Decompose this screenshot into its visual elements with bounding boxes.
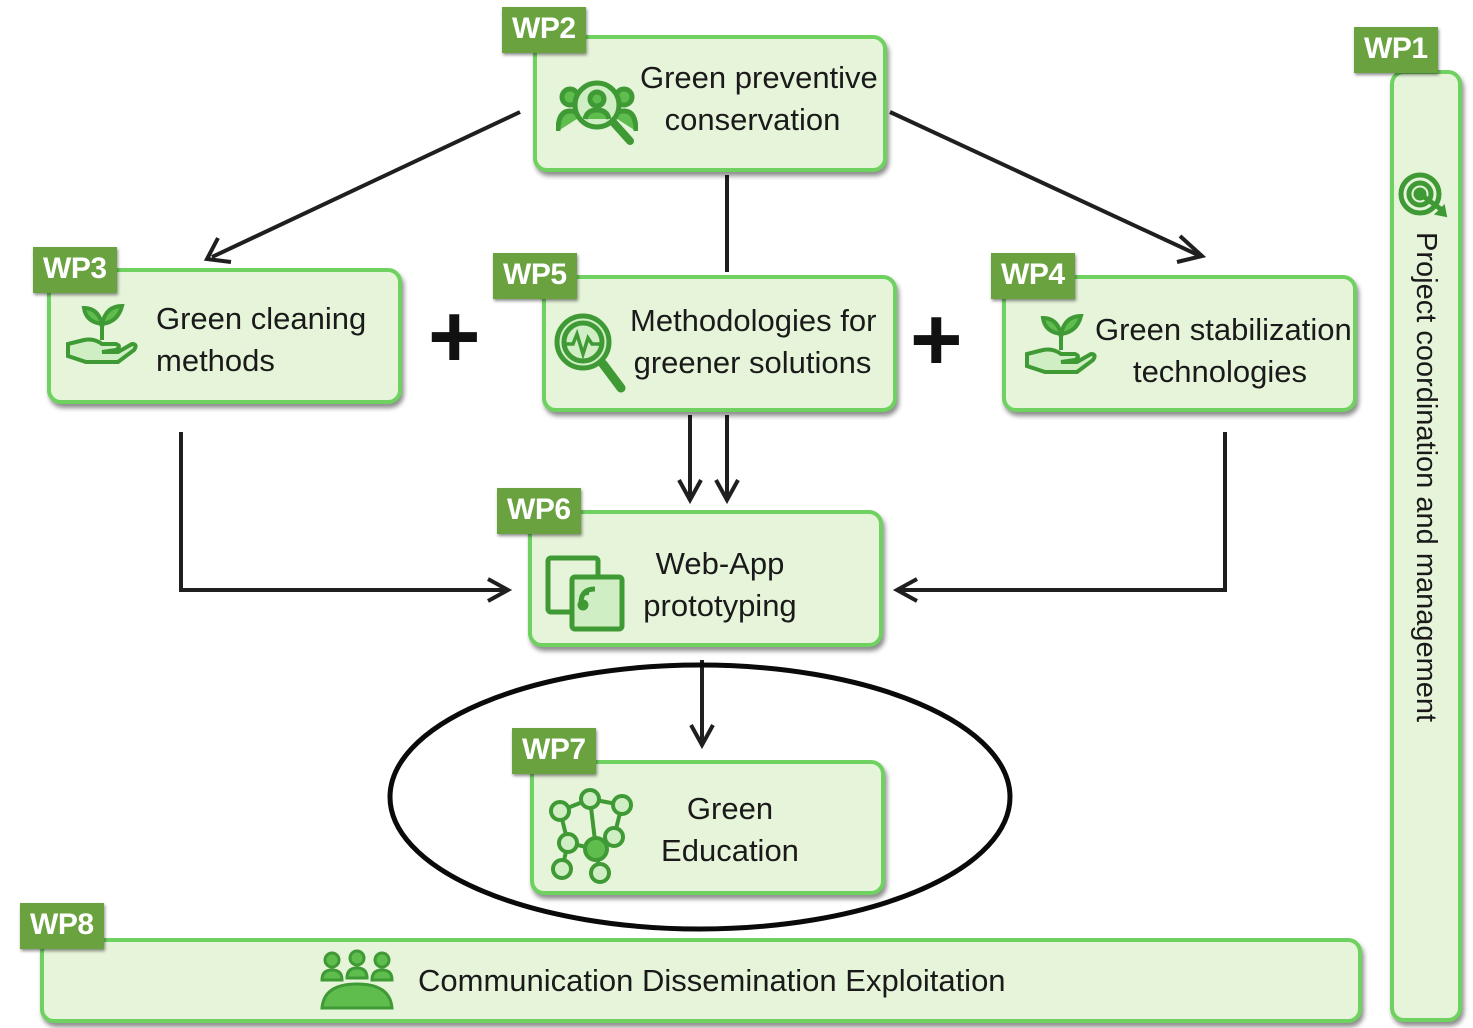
wp5-tag: WP5 (493, 253, 577, 299)
arrowhead-wp6-b (714, 479, 740, 505)
wp2-label: Green preventive conservation (640, 57, 878, 141)
wp7-label: Green Education (650, 788, 810, 872)
wp1-label: Project coordination and management (1410, 232, 1442, 723)
wp7-label-line1: Green (686, 791, 774, 826)
device-wireless-icon (545, 555, 627, 638)
plus-operator-left: + (428, 287, 481, 387)
wp3-label: Green cleaning methods (156, 298, 366, 382)
wp7-label-line2: Education (661, 833, 799, 868)
target-icon (1396, 170, 1448, 227)
wp3-label-line2: methods (156, 343, 275, 378)
wp6-tag: WP6 (497, 488, 581, 534)
arrow-wp3-to-wp6 (179, 432, 505, 592)
wp4-tag: WP4 (991, 253, 1075, 299)
network-people-icon (540, 785, 640, 890)
highlight-ellipse (387, 662, 1013, 932)
wp5-label: Methodologies for greener solutions (630, 300, 877, 384)
hand-plant-icon (1025, 310, 1097, 387)
arrowhead-wp6-right (892, 577, 918, 603)
wp7-tag: WP7 (512, 728, 596, 774)
arrow-wp4-to-wp6 (900, 432, 1227, 592)
wp1-box (1390, 70, 1462, 1022)
audience-icon (318, 948, 396, 1017)
wp5-label-line2: greener solutions (633, 345, 872, 380)
wp8-tag: WP8 (20, 903, 104, 949)
arrowhead-wp6-a (677, 479, 703, 505)
wp6-label-line2: prototyping (643, 588, 797, 623)
wp2-label-line1: Green preventive (640, 60, 878, 95)
wp3-tag: WP3 (33, 247, 117, 293)
wp6-label: Web-App prototyping (620, 543, 820, 627)
wp8-box (40, 938, 1362, 1023)
wp8-label: Communication Dissemination Exploitation (418, 963, 1006, 998)
wp2-label-line2: conservation (664, 102, 841, 137)
magnifier-pulse-icon (553, 310, 627, 399)
arrowhead-wp4 (1176, 234, 1207, 264)
wp4-label: Green stabilization technologies (1095, 309, 1352, 393)
arrowhead-wp3 (203, 237, 232, 264)
hand-plant-icon (66, 300, 138, 377)
wp4-label-line1: Green stabilization (1095, 312, 1352, 347)
wp1-tag: WP1 (1354, 27, 1438, 73)
arrowhead-wp7 (689, 724, 715, 750)
people-search-icon (555, 75, 639, 152)
wp5-box (542, 275, 897, 412)
wp3-label-line1: Green cleaning (156, 301, 367, 336)
arrow-wp2-to-wp4 (889, 110, 1199, 257)
wp4-label-line2: technologies (1132, 354, 1308, 389)
wp2-tag: WP2 (502, 7, 586, 53)
wp5-label-line1: Methodologies for (630, 303, 877, 338)
arrowhead-wp6-left (487, 577, 513, 603)
arrow-wp2-to-wp3 (211, 110, 521, 259)
wp6-label-line1: Web-App (655, 546, 785, 581)
plus-operator-right: + (910, 290, 963, 390)
